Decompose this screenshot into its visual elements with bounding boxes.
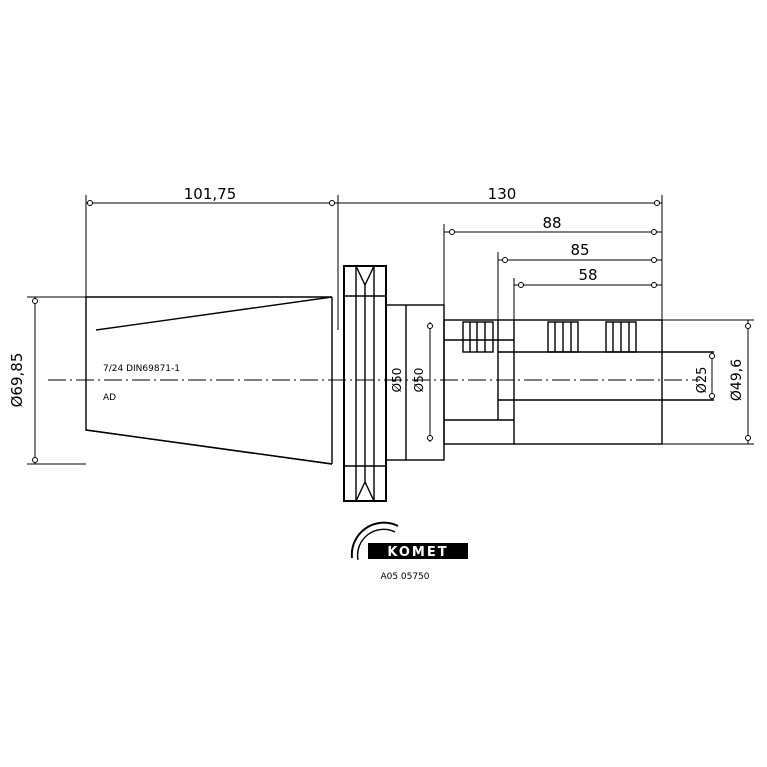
dimension-85: 85: [497, 241, 662, 320]
dimension-58: 58: [513, 266, 662, 320]
dimension-d49-6: Ø49,6: [662, 319, 754, 445]
logo-code: A05 05750: [380, 572, 429, 582]
dimension-top-total: 130: [337, 185, 663, 330]
dim-d50-a: Ø50: [390, 368, 404, 393]
dimension-left-diameter: Ø69,85: [8, 296, 86, 465]
logo-arc-icon: [350, 521, 399, 559]
logo-name: KOMET: [387, 545, 448, 560]
komet-logo: KOMET A05 05750: [350, 521, 468, 582]
clamp-screw-2: [547, 321, 579, 353]
dim-58: 58: [578, 266, 597, 284]
clamp-screw-3: [605, 321, 637, 353]
dim-130: 130: [488, 185, 517, 203]
dimension-top-left: 101,75: [85, 185, 338, 430]
taper-spec-label: 7/24 DIN69871-1: [103, 364, 180, 374]
dim-88: 88: [542, 214, 561, 232]
dim-d50-b: Ø50: [412, 368, 426, 393]
dim-101-75: 101,75: [184, 185, 237, 203]
dim-d25: Ø25: [695, 367, 710, 394]
dim-d49-6: Ø49,6: [729, 359, 745, 401]
dimension-88: 88: [443, 214, 662, 310]
clamp-screw-1: [462, 321, 494, 353]
taper-type-label: AD: [103, 393, 116, 403]
dim-85: 85: [570, 241, 589, 259]
flange: [343, 265, 387, 502]
taper-body: 7/24 DIN69871-1 AD: [85, 296, 333, 465]
dim-69-85: Ø69,85: [8, 353, 26, 408]
collar: Ø50 Ø50: [385, 304, 445, 461]
dimension-d25: Ø25: [695, 352, 715, 400]
